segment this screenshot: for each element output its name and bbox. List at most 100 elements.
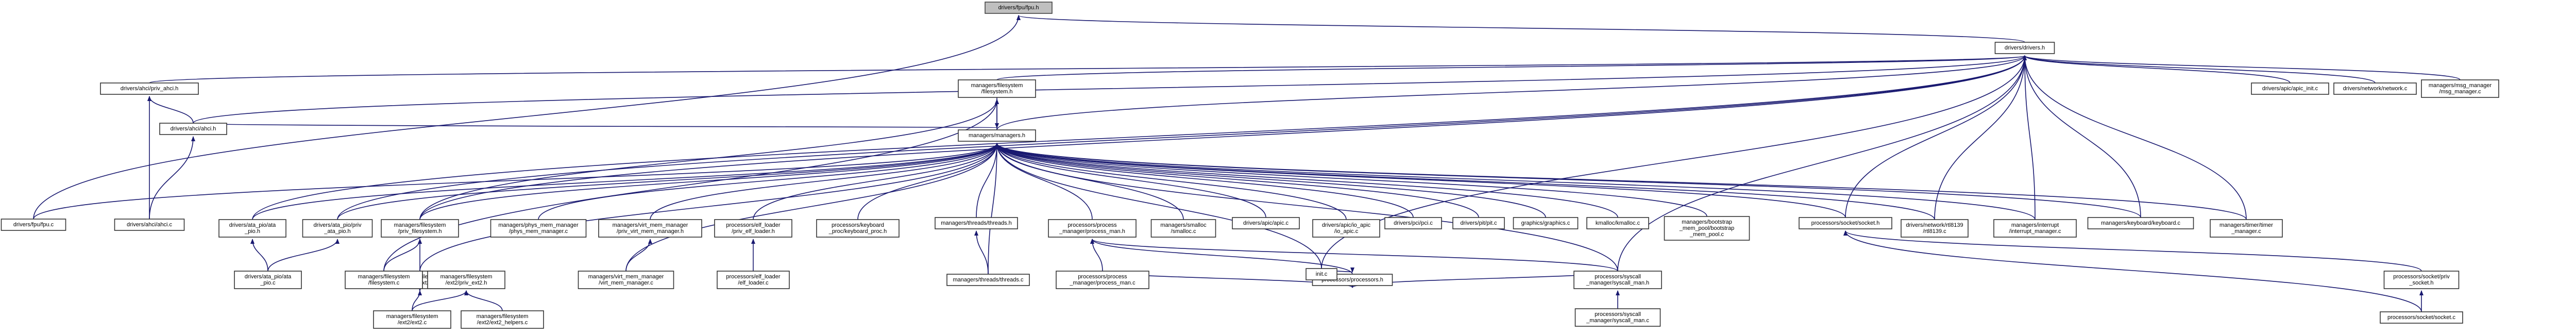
node-box	[159, 123, 227, 135]
node-socket-h[interactable]: processors/socket/socket.h	[1799, 217, 1892, 229]
edge-line	[1934, 55, 2027, 220]
node-pci[interactable]: drivers/pci/pci.c	[1384, 217, 1442, 229]
node-label: /virt_mem_manager.c	[599, 280, 653, 286]
node-box	[373, 310, 451, 329]
node-socket-priv[interactable]: processors/socket/priv_socket.h	[2383, 271, 2460, 289]
node-socket-c[interactable]: processors/socket/socket.c	[2380, 311, 2463, 324]
edge-apic-init-to-drivers-h	[2023, 55, 2291, 84]
node-virt-mem-c[interactable]: managers/virt_mem_manager/virt_mem_manag…	[578, 271, 674, 289]
node-fs-c[interactable]: managers/filesystem/filesystem.c	[345, 271, 423, 289]
edge-rtl8139-to-managers-h	[995, 143, 1935, 220]
node-syscall-c[interactable]: processors/syscall_manager/syscall_man.c	[1574, 308, 1661, 327]
node-threads-h[interactable]: managers/threads/threads.h	[935, 217, 1018, 229]
node-box	[816, 219, 900, 238]
node-rtl8139[interactable]: drivers/network/rtl8139/rtl8139.c	[1901, 219, 1969, 238]
edge-line	[464, 290, 503, 311]
node-ata-pio-c[interactable]: drivers/ata_pio/ata_pio.c	[234, 271, 302, 289]
edge-line	[995, 143, 1266, 218]
node-label: managers/filesystem	[358, 274, 410, 280]
node-timer[interactable]: managers/timer/timer_manager.c	[2210, 219, 2283, 238]
node-label: managers/filesystem	[394, 222, 446, 228]
node-box	[1901, 219, 1969, 238]
node-msg-manager[interactable]: managers/msg_manager/msg_manager.c	[2421, 79, 2499, 98]
node-ext2-priv[interactable]: managers/filesystem/ext2/priv_ext2.h	[427, 271, 505, 289]
edge-virt-mem-c-to-managers-h	[625, 143, 999, 272]
edge-rtl8139-to-drivers-h	[1934, 55, 2027, 220]
edge-ahci-c-to-ahci-h	[149, 136, 195, 220]
node-label: _proc/keyboard_proc.h	[828, 228, 887, 235]
node-threads-c[interactable]: managers/threads/threads.c	[946, 274, 1030, 286]
edge-ata-pio-c-to-ata-pio-ata-c	[250, 239, 268, 272]
edge-line	[2023, 55, 2247, 220]
node-label: drivers/network/rtl8139	[1906, 222, 1963, 228]
node-box	[1232, 217, 1300, 229]
node-graphics[interactable]: graphics/graphics.c	[1513, 217, 1579, 229]
edge-timer-to-managers-h	[995, 143, 2247, 220]
node-label: managers/msg_manager	[2429, 82, 2492, 89]
node-elf-c[interactable]: processors/elf_loader/elf_loader.c	[717, 271, 790, 289]
node-managers-h[interactable]: managers/managers.h	[958, 129, 1036, 142]
node-fs-h[interactable]: managers/filesystem/filesystem.h	[958, 79, 1036, 98]
node-io-apic[interactable]: drivers/apic/io_apic/io_apic.c	[1312, 219, 1380, 238]
node-label: _pio.c	[260, 280, 276, 286]
node-box	[2333, 82, 2417, 95]
edge-line	[995, 143, 1322, 269]
node-ata-pio-priv[interactable]: drivers/ata_pio/priv_ata_pio.h	[302, 219, 373, 238]
node-box	[461, 310, 544, 329]
node-label: processors/process	[1078, 274, 1127, 280]
node-ext2-helpers[interactable]: managers/filesystem/ext2/ext2_helpers.c	[461, 310, 544, 329]
node-label: /ext2/ext2_helpers.c	[477, 320, 528, 326]
node-pic-ahci-h[interactable]: drivers/ahci/priv_ahci.h	[100, 82, 199, 95]
node-proc-man-h[interactable]: processors/process_manager/process_man.h	[1048, 219, 1137, 238]
node-fs-priv[interactable]: managers/filesystem/priv_filesystem.h	[381, 219, 459, 238]
edge-fs-c-to-fs-priv	[383, 239, 422, 272]
node-root[interactable]: drivers/fpu/fpu.h	[985, 2, 1053, 14]
edge-line	[250, 239, 268, 272]
node-fpu-c[interactable]: drivers/fpu/fpu.c	[1, 219, 66, 231]
edge-pci-to-managers-h	[995, 143, 1414, 218]
node-network-c[interactable]: drivers/network/network.c	[2333, 82, 2417, 95]
edge-ata-pio-priv-to-managers-h	[337, 143, 999, 220]
node-label: managers/keyboard/keyboard.c	[2101, 220, 2181, 226]
edge-line	[419, 55, 2027, 220]
node-keyboard-c[interactable]: managers/keyboard/keyboard.c	[2087, 217, 2194, 229]
node-kmalloc[interactable]: kmalloc/kmalloc.c	[1586, 217, 1649, 229]
node-syscall-h[interactable]: processors/syscall_manager/syscall_man.h	[1573, 271, 1662, 289]
node-label: processors/socket/socket.h	[1811, 220, 1880, 226]
node-phys-mem[interactable]: managers/phys_mem_manager/phys_mem_manag…	[490, 219, 587, 238]
node-label: processors/elf_loader	[726, 274, 781, 280]
node-init-c[interactable]: init.c	[1306, 268, 1337, 280]
node-virt-mem-priv[interactable]: managers/virt_mem_manager/priv_virt_mem_…	[598, 219, 702, 238]
node-ext2-c[interactable]: managers/filesystem/ext2/ext2.c	[373, 310, 451, 329]
edge-line	[995, 143, 1707, 217]
node-label: /phys_mem_manager.c	[509, 228, 568, 235]
edge-ahci-h-to-drivers-h	[193, 55, 2027, 124]
node-apic-c[interactable]: drivers/apic/apic.c	[1232, 217, 1300, 229]
node-smalloc[interactable]: managers/smalloc/smalloc.c	[1150, 219, 1216, 238]
node-pit[interactable]: drivers/pit/pit.c	[1452, 217, 1505, 229]
node-proc-man-c[interactable]: processors/process_manager/process_man.c	[1056, 271, 1149, 289]
node-label: /rtl8139.c	[1923, 228, 1946, 235]
edge-line	[995, 143, 2036, 220]
node-interrupt[interactable]: managers/interrupt/interrupt_manager.c	[1993, 219, 2077, 238]
edge-line	[419, 143, 999, 272]
node-ahci-h[interactable]: drivers/ahci/ahci.h	[159, 123, 227, 135]
node-ahci-c[interactable]: drivers/ahci/ahci.c	[114, 219, 185, 231]
node-label: processors/syscall	[1595, 311, 1641, 318]
node-ata-pio-ata-c[interactable]: drivers/ata_pio/ata_pio.h	[218, 219, 286, 238]
node-label: drivers/network/network.c	[2343, 86, 2408, 92]
node-elf-priv[interactable]: processors/elf_loader/priv_elf_loader.h	[714, 219, 792, 238]
node-bootstrap[interactable]: managers/bootstrap_mem_pool/bootstrap_me…	[1664, 216, 1750, 241]
node-apic-init[interactable]: drivers/apic/apic_init.c	[2251, 82, 2329, 95]
edge-fs-priv-to-drivers-h	[419, 55, 2027, 220]
node-label: drivers/ahci/ahci.h	[171, 126, 216, 132]
node-kbd-proc[interactable]: processors/keyboard_proc/keyboard_proc.h	[816, 219, 900, 238]
edge-line	[2023, 55, 2291, 84]
node-label: /priv_elf_loader.h	[732, 228, 775, 235]
edge-line	[1843, 230, 2422, 272]
node-label: processors/socket/socket.c	[2387, 314, 2456, 321]
node-drivers-h[interactable]: drivers/drivers.h	[1994, 42, 2055, 54]
edge-ata-pio-c-to-ata-pio-priv	[267, 239, 340, 272]
node-label: drivers/pci/pci.c	[1394, 220, 1433, 226]
